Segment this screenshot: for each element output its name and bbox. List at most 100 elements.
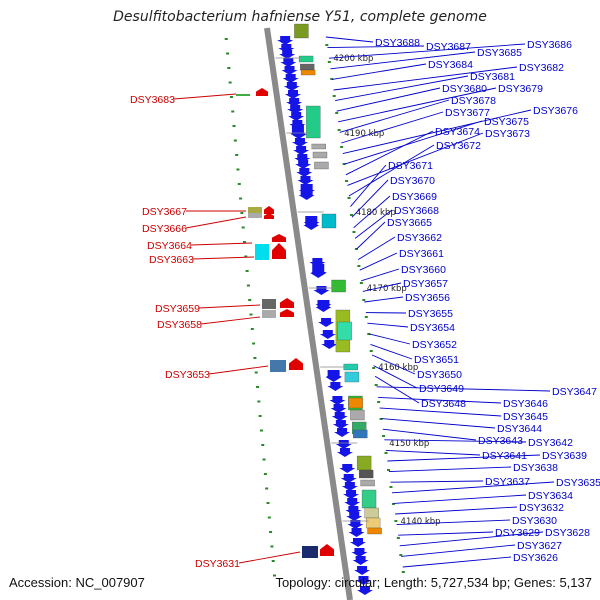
scale-label: 4170 kbp <box>367 284 407 294</box>
label-leader-line <box>335 75 469 102</box>
feature-box <box>262 310 276 318</box>
label-leader-line <box>325 36 374 43</box>
gene-arrow <box>350 538 367 547</box>
gene-label: DSY3667 <box>142 206 187 218</box>
gene-label: DSY3627 <box>517 540 562 552</box>
dot-mark <box>379 418 383 420</box>
reverse-gene-labels: DSY3683DSY3667DSY3666DSY3664DSY3663DSY36… <box>130 93 301 570</box>
feature-box <box>298 55 314 63</box>
genome-title: Desulfitobacterium hafniense Y51, comple… <box>113 9 487 25</box>
gene-label: DSY3656 <box>405 292 450 304</box>
gene-label: DSY3650 <box>417 369 462 381</box>
accession-text: Accession: NC_007907 <box>9 575 145 590</box>
gene-label: DSY3658 <box>157 319 202 331</box>
dot-mark <box>228 81 232 84</box>
gene-label: DSY3646 <box>503 398 548 410</box>
gene-arrow <box>294 154 311 163</box>
dot-mark <box>265 487 269 490</box>
label-leader-line <box>396 519 511 526</box>
dot-mark <box>273 574 277 577</box>
genome-info-text: Topology: circular; Length: 5,727,534 bp… <box>275 575 592 590</box>
gene-label: DSY3661 <box>399 248 444 260</box>
label-leader-line <box>368 333 411 345</box>
feature-box <box>294 23 309 39</box>
gene-label: DSY3634 <box>528 490 573 502</box>
feature-boxes <box>294 23 382 535</box>
gene-label: DSY3681 <box>470 71 515 83</box>
dot-mark <box>327 61 331 63</box>
scale-label: 4180 kbp <box>356 208 396 218</box>
gene-label: DSY3680 <box>442 83 487 95</box>
label-leader-line <box>356 221 386 250</box>
gene-arrow <box>329 396 346 405</box>
gene-arrow <box>310 264 327 278</box>
gene-arrow <box>293 146 310 155</box>
gene-label: DSY3686 <box>527 39 572 51</box>
gene-arrow <box>280 309 294 317</box>
gene-label: DSY3655 <box>408 308 453 320</box>
gene-arrow <box>272 234 286 242</box>
label-leader-line <box>393 494 527 504</box>
gene-arrow <box>283 82 300 91</box>
gene-arrow <box>318 318 335 327</box>
feature-box <box>321 213 337 229</box>
dot-mark <box>349 214 353 216</box>
gene-arrow <box>281 66 298 75</box>
feature-box <box>350 409 365 421</box>
scale-label: 4190 kbp <box>344 129 384 139</box>
feature-box <box>255 244 269 260</box>
gene-label: DSY3671 <box>388 160 433 172</box>
label-leader-line <box>373 365 418 389</box>
gene-label: DSY3685 <box>477 47 522 59</box>
feature-box <box>248 207 262 213</box>
gene-label: DSY3653 <box>165 369 210 381</box>
dot-mark <box>401 571 405 573</box>
label-leader-line <box>378 396 502 404</box>
gene-arrow <box>340 474 357 483</box>
gene-label: DSY3631 <box>195 558 240 570</box>
feature-box <box>361 489 377 509</box>
gene-label: DSY3629 <box>495 527 540 539</box>
dot-mark <box>270 545 274 548</box>
label-leader-line <box>327 45 425 49</box>
gene-label: DSY3670 <box>390 175 435 187</box>
gene-label: DSY3665 <box>387 217 432 229</box>
gene-label: DSY3678 <box>451 95 496 107</box>
gene-arrow <box>335 440 352 449</box>
dot-mark <box>271 560 275 562</box>
label-leader-line <box>371 354 416 375</box>
gene-label: DSY3649 <box>419 383 464 395</box>
gene-label: DSY3659 <box>155 303 200 315</box>
dot-mark <box>242 241 246 243</box>
label-leader-line <box>347 132 484 186</box>
feature-box <box>236 94 250 96</box>
label-leader-line <box>364 296 404 303</box>
gene-label: DSY3654 <box>410 322 455 334</box>
gene-arrow <box>280 58 297 67</box>
dot-mark <box>231 110 235 113</box>
label-leader-line <box>379 407 502 417</box>
genome-backbone <box>264 27 353 600</box>
gene-label: DSY3639 <box>542 450 587 462</box>
label-leader-line <box>330 51 476 70</box>
gene-arrow <box>355 576 372 585</box>
gene-label: DSY3642 <box>528 437 573 449</box>
dot-mark <box>342 163 346 165</box>
dot-mark <box>263 473 267 475</box>
gene-arrow <box>356 586 373 595</box>
dot-mark <box>256 386 260 388</box>
dot-mark <box>335 112 339 114</box>
label-leader-line <box>192 256 255 260</box>
dot-mark <box>257 400 261 403</box>
gene-label: DSY3684 <box>428 59 473 71</box>
gene-arrow <box>348 528 365 537</box>
feature-box <box>353 429 368 439</box>
gene-arrow <box>272 243 286 259</box>
dot-mark <box>332 95 336 97</box>
label-leader-line <box>198 304 261 309</box>
dot-mark <box>232 125 236 127</box>
gene-label: DSY3657 <box>403 278 448 290</box>
gene-label: DSY3677 <box>445 107 490 119</box>
dot-mark <box>227 67 231 69</box>
